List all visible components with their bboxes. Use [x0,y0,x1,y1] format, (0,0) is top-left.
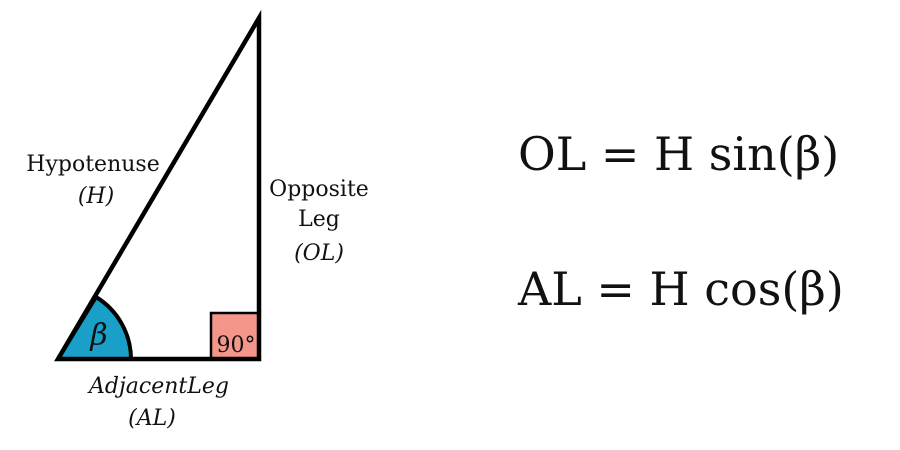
cosine-equation: AL = H cos(β) [517,262,844,316]
hypotenuse-symbol: (H) [78,184,114,209]
hypotenuse-label: Hypotenuse [26,152,159,177]
right-angle-label: 90° [217,333,256,358]
right-triangle [54,9,262,362]
opposite-leg-label-line2: Leg [298,207,340,232]
adjacent-leg-label: AdjacentLeg [87,374,229,399]
adjacent-leg-symbol: (AL) [128,406,176,431]
angle-beta-wedge [56,295,133,361]
angle-beta-label: β [89,318,107,353]
opposite-leg-symbol: (OL) [294,241,344,266]
right-angle-marker [209,311,261,361]
sine-equation: OL = H sin(β) [518,127,839,181]
opposite-leg-label-line1: Opposite [269,177,369,202]
